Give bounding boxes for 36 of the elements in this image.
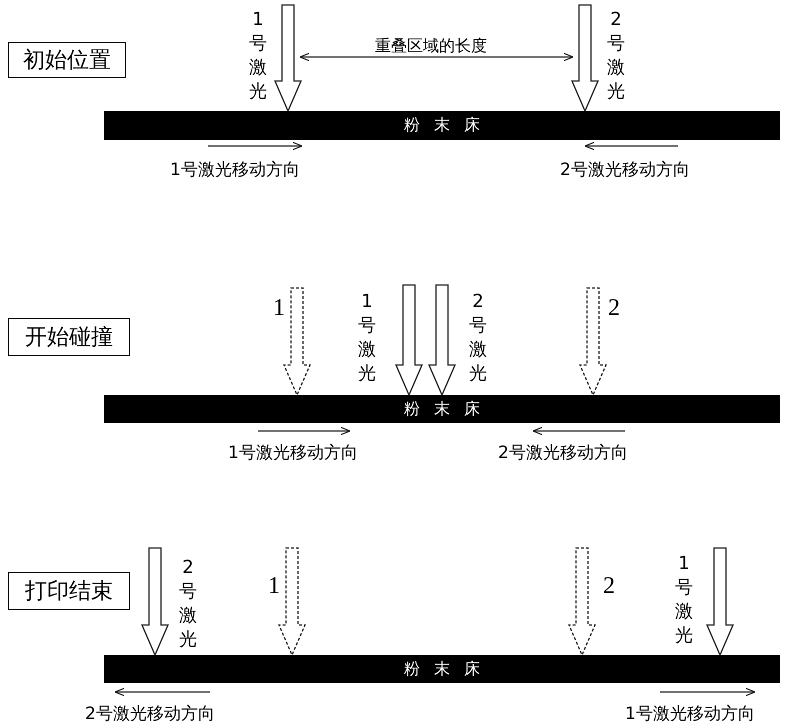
laser-number: 1 bbox=[273, 295, 285, 322]
direction-label: 2号激光移动方向 bbox=[85, 703, 215, 725]
laser-beam-arrow bbox=[706, 547, 734, 657]
laser-beam-arrow bbox=[428, 284, 456, 397]
laser-label: 2号激光 bbox=[468, 290, 488, 386]
laser-label: 2号激光 bbox=[178, 556, 198, 652]
laser-beam-arrow bbox=[395, 284, 423, 397]
stage-label-box: 开始碰撞 bbox=[8, 318, 130, 356]
powder-bed-label: 粉末床 bbox=[403, 115, 494, 136]
laser-number: 2 bbox=[608, 295, 620, 322]
dashed-laser-arrow bbox=[568, 547, 596, 657]
laser-beam-arrow bbox=[274, 4, 302, 113]
direction-label: 1号激光移动方向 bbox=[228, 442, 358, 464]
direction-label: 1号激光移动方向 bbox=[170, 159, 300, 181]
laser-label: 1号激光 bbox=[248, 8, 268, 104]
powder-bed-label: 粉末床 bbox=[403, 398, 494, 420]
dashed-laser-arrow bbox=[278, 547, 306, 657]
powder-bed-bar bbox=[104, 111, 780, 140]
direction-label: 2号激光移动方向 bbox=[560, 159, 690, 181]
laser-number: 1 bbox=[268, 573, 280, 600]
powder-bed-bar bbox=[104, 395, 780, 423]
direction-label: 2号激光移动方向 bbox=[498, 442, 628, 464]
laser-beam-arrow bbox=[571, 4, 599, 113]
direction-label: 1号激光移动方向 bbox=[625, 703, 755, 725]
laser-number: 2 bbox=[603, 573, 615, 600]
laser-label: 1号激光 bbox=[674, 552, 694, 648]
powder-bed-bar bbox=[104, 655, 780, 683]
laser-label: 1号激光 bbox=[357, 290, 377, 386]
stage-label-box: 打印结束 bbox=[8, 572, 130, 610]
laser-beam-arrow bbox=[141, 547, 169, 657]
dashed-laser-arrow bbox=[283, 287, 311, 397]
stage-label-box: 初始位置 bbox=[8, 42, 126, 78]
dashed-laser-arrow bbox=[579, 287, 607, 397]
laser-label: 2号激光 bbox=[606, 8, 626, 104]
overlap-length-label: 重叠区域的长度 bbox=[375, 36, 487, 57]
powder-bed-label: 粉末床 bbox=[403, 658, 494, 680]
